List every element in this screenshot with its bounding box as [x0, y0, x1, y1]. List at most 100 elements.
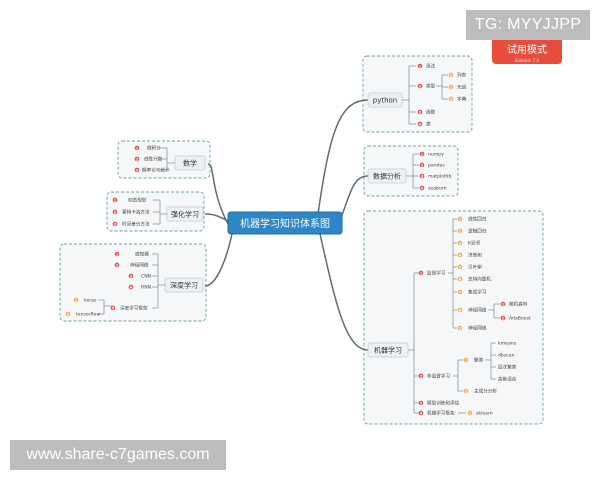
svg-text:9: 9 [459, 326, 462, 330]
svg-text:6: 6 [459, 277, 462, 281]
central-node-label: 机器学习知识体系图 [240, 217, 330, 230]
ml-unsupervised-lines [453, 359, 463, 392]
svg-text:7: 7 [459, 290, 462, 294]
svg-text:1: 1 [450, 73, 453, 77]
ml-clustering-label: 聚类 [474, 357, 484, 364]
python-leaves: 1 语法 2 类型 3 函数 4 类 [417, 63, 436, 128]
svg-text:4: 4 [421, 186, 424, 190]
math-item-2: 线性代数 [144, 156, 163, 163]
connector-rl [204, 213, 229, 222]
ml-supervised-item-5: 贝叶斯 [468, 264, 482, 271]
svg-text:1: 1 [116, 252, 119, 256]
analysis-item-2: pandas [428, 163, 445, 169]
analysis-item-3: matplotlib [428, 174, 451, 180]
svg-text:1: 1 [421, 152, 424, 156]
python-type-2: 元组 [457, 84, 467, 91]
dl-item-5: 深度学习框架 [120, 305, 148, 312]
ml-ensemble-lines [488, 303, 500, 319]
trial-mode-label: 试用模式 [507, 45, 547, 56]
telegram-tag: TG: MYYJJPP [466, 10, 590, 40]
svg-text:1: 1 [136, 146, 139, 150]
ml-clustering-item-4: 高斯混合 [498, 376, 517, 383]
python-basics: 语法 [426, 63, 436, 70]
ml-supervised-items: 1 线性回归 2 逻辑回归 3 K近邻 4 决策树 5 贝叶斯 6 支持向量机 … [457, 216, 491, 332]
svg-text:2: 2 [116, 263, 119, 267]
central-node[interactable] [227, 211, 343, 235]
svg-text:5: 5 [459, 265, 462, 269]
rl-item-1: 动态规划 [128, 197, 147, 204]
python-functions: 函数 [426, 109, 436, 116]
ml-clustering-lines [485, 342, 496, 380]
svg-text:1: 1 [465, 358, 468, 362]
python-leaf-lines [402, 65, 416, 125]
ml-unsupervised-items: 1 聚类 2 主成分分析 [463, 357, 497, 395]
ml-supervised-item-6: 支持向量机 [468, 276, 491, 283]
ml-supervised-item-2: 逻辑回归 [468, 228, 487, 235]
dl-frameworks: 1 keras 2 tensorflow [65, 298, 100, 318]
trial-mode-version: Sinkskin 7.0 [514, 58, 540, 63]
dl-framework-1: keras [84, 298, 97, 304]
ml-clustering-item-1: kmeans [498, 341, 517, 347]
rl-node-label: 强化学习 [171, 210, 199, 219]
dl-node-label: 深度学习 [170, 281, 198, 290]
svg-text:4: 4 [459, 253, 462, 257]
python-types-label: 类型 [426, 83, 436, 90]
rl-item-2: 蒙特卡洛方法 [122, 209, 150, 216]
svg-text:3: 3 [421, 174, 424, 178]
ml-supervised-lines [448, 218, 457, 329]
svg-text:2: 2 [465, 389, 468, 393]
svg-text:2: 2 [450, 85, 453, 89]
svg-text:1: 1 [502, 302, 505, 306]
svg-text:2: 2 [420, 374, 423, 378]
ml-supervised-label: 监督学习 [427, 270, 446, 277]
svg-text:3: 3 [136, 168, 139, 172]
ml-supervised-item-4: 决策树 [468, 252, 482, 259]
math-node-label: 数学 [183, 159, 197, 168]
dl-framework-2: tensorflow [76, 312, 100, 318]
rl-leaves: 1 动态规划 2 蒙特卡洛方法 3 时间差分方法 [112, 197, 150, 228]
svg-text:1: 1 [75, 298, 78, 302]
svg-text:3: 3 [420, 401, 423, 405]
svg-text:1: 1 [419, 64, 422, 68]
ml-supervised-item-3: K近邻 [468, 240, 481, 247]
python-type-1: 列表 [457, 72, 467, 79]
analysis-leaf-lines [406, 153, 419, 189]
ml-framework-tool: 1 sklearn [467, 411, 493, 417]
ml-branches: 1 监督学习 2 非监督学习 3 模型训练和评估 4 机器学习框架 [418, 270, 460, 417]
math-item-3: 概率论与统计 [142, 167, 170, 174]
dl-item-2: 神经网络 [130, 262, 149, 269]
connector-dl [204, 233, 233, 287]
svg-text:1: 1 [420, 271, 423, 275]
ml-ensemble-item-2: AdaBoost [509, 316, 531, 322]
svg-text:2: 2 [421, 163, 424, 167]
python-types: 1 列表 2 元组 3 字典 [448, 72, 467, 103]
svg-text:2: 2 [114, 210, 117, 214]
dl-leaf-lines [152, 253, 165, 309]
svg-text:1: 1 [114, 198, 117, 202]
ml-supervised-item-9: 神经网络 [468, 325, 487, 332]
svg-text:1: 1 [469, 411, 472, 415]
ml-supervised-item-8: 神经网络 [468, 307, 487, 314]
python-classes: 类 [426, 121, 431, 128]
ml-node-label: 机器学习 [374, 346, 402, 355]
ml-group-box [363, 210, 544, 425]
svg-text:5: 5 [112, 306, 115, 310]
analysis-item-4: seaborn [428, 186, 447, 192]
math-item-1: 微积分 [147, 145, 161, 152]
svg-text:2: 2 [136, 157, 139, 161]
svg-text:8: 8 [459, 308, 462, 312]
ml-ensemble-items: 1 随机森林 2 AdaBoost [500, 301, 531, 322]
python-node-label: python [373, 97, 398, 105]
analysis-leaves: 1 numpy 2 pandas 3 matplotlib 4 seaborn [419, 151, 451, 192]
svg-text:3: 3 [114, 222, 117, 226]
ml-framework-sklearn: sklearn [476, 411, 493, 417]
svg-text:2: 2 [67, 312, 70, 316]
ml-supervised-item-1: 线性回归 [468, 216, 487, 223]
svg-text:4: 4 [420, 411, 423, 415]
ml-clustering-item-3: 层次聚类 [498, 364, 517, 371]
rl-leaf-lines [153, 199, 167, 225]
dl-item-1: 感知器 [135, 251, 149, 258]
site-url-watermark: www.share-c7games.com [10, 440, 226, 470]
dl-item-4: RNN [141, 285, 151, 291]
svg-text:3: 3 [459, 241, 462, 245]
